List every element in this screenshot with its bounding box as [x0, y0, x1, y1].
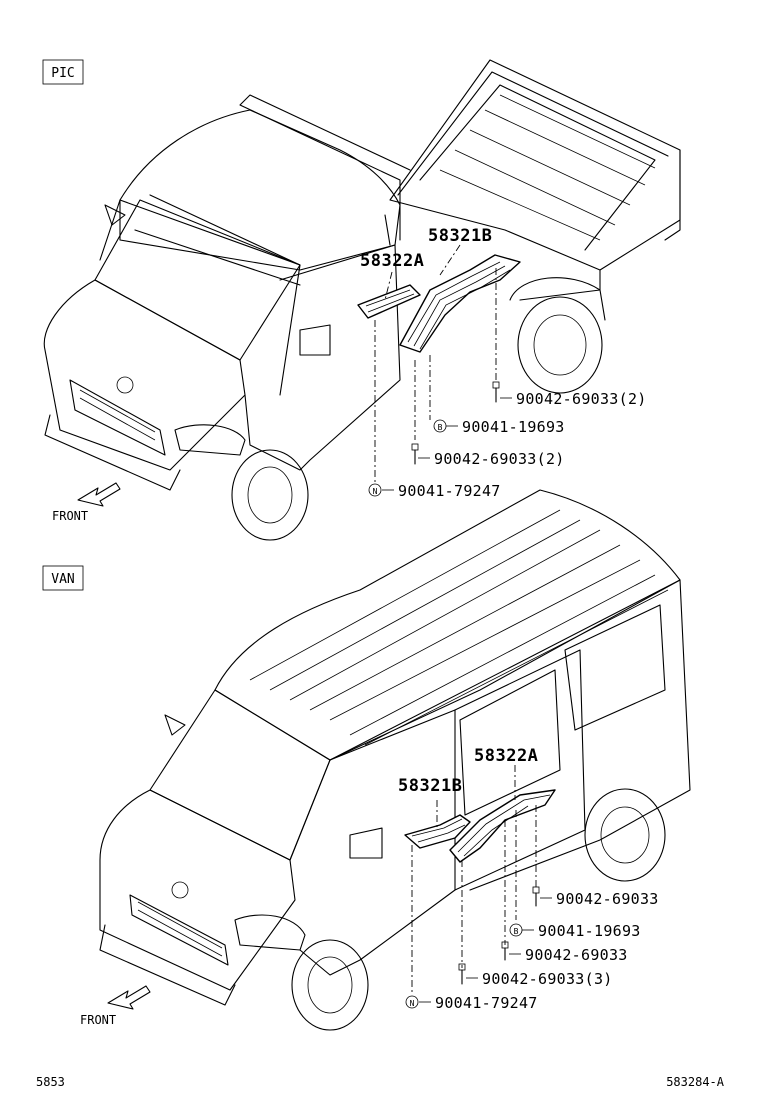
van-callout-58322a: 58322A — [474, 746, 538, 766]
pic-clip-n-icon: N — [368, 483, 382, 497]
pic-callout-58322a: 58322A — [360, 251, 424, 271]
svg-text:N: N — [410, 999, 415, 1008]
van-section: VAN — [42, 489, 691, 1031]
pic-callout-bolt-top: 90042-69033(2) — [516, 390, 647, 408]
svg-text:B: B — [514, 927, 519, 936]
van-bolt-2-icon — [501, 941, 509, 961]
van-front-label: FRONT — [80, 1013, 116, 1027]
svg-text:B: B — [438, 423, 443, 432]
pic-callout-clip-n: 90041-79247 — [398, 482, 501, 500]
van-tag-text: VAN — [51, 572, 74, 587]
van-front-arrow: FRONT — [80, 985, 151, 1027]
van-callout-bolt-1: 90042-69033 — [556, 890, 659, 908]
pic-callout-clip-b: 90041-19693 — [462, 418, 565, 436]
pic-section: PIC — [42, 59, 681, 541]
pic-tag-text: PIC — [51, 66, 74, 81]
footer-left-code: 5853 — [36, 1075, 65, 1089]
pic-part-58322a — [357, 284, 421, 319]
pic-bolt-top-icon — [492, 381, 500, 403]
van-tag: VAN — [42, 565, 84, 591]
pic-bolt-bottom-icon — [411, 443, 419, 465]
svg-text:N: N — [373, 487, 378, 496]
van-part-58322a — [449, 789, 556, 863]
van-clip-n-icon: N — [405, 995, 419, 1009]
van-callout-clip-n: 90041-79247 — [435, 994, 538, 1012]
pic-part-58321b — [399, 254, 521, 353]
van-bolt-3-icon — [458, 963, 466, 985]
van-bolt-1-icon — [532, 886, 540, 907]
pic-callout-bolt-bottom: 90042-69033(2) — [434, 450, 565, 468]
pic-clip-b-icon: B — [433, 419, 447, 433]
footer-right-code: 583284-A — [666, 1075, 725, 1089]
van-callout-bolt-3: 90042-69033(3) — [482, 970, 613, 988]
van-callout-58321b: 58321B — [398, 776, 462, 796]
van-callout-clip-b: 90041-19693 — [538, 922, 641, 940]
pic-front-arrow: FRONT — [52, 482, 121, 523]
pickup-truck-illustration — [43, 59, 681, 541]
pic-callout-58321b: 58321B — [428, 226, 492, 246]
van-part-58321b — [404, 814, 471, 849]
van-clip-b-icon: B — [509, 923, 523, 937]
footer: 5853 583284-A — [36, 1075, 725, 1089]
van-callout-bolt-2: 90042-69033 — [525, 946, 628, 964]
pic-front-label: FRONT — [52, 509, 88, 523]
pic-tag: PIC — [42, 59, 84, 85]
van-illustration — [99, 489, 691, 1031]
